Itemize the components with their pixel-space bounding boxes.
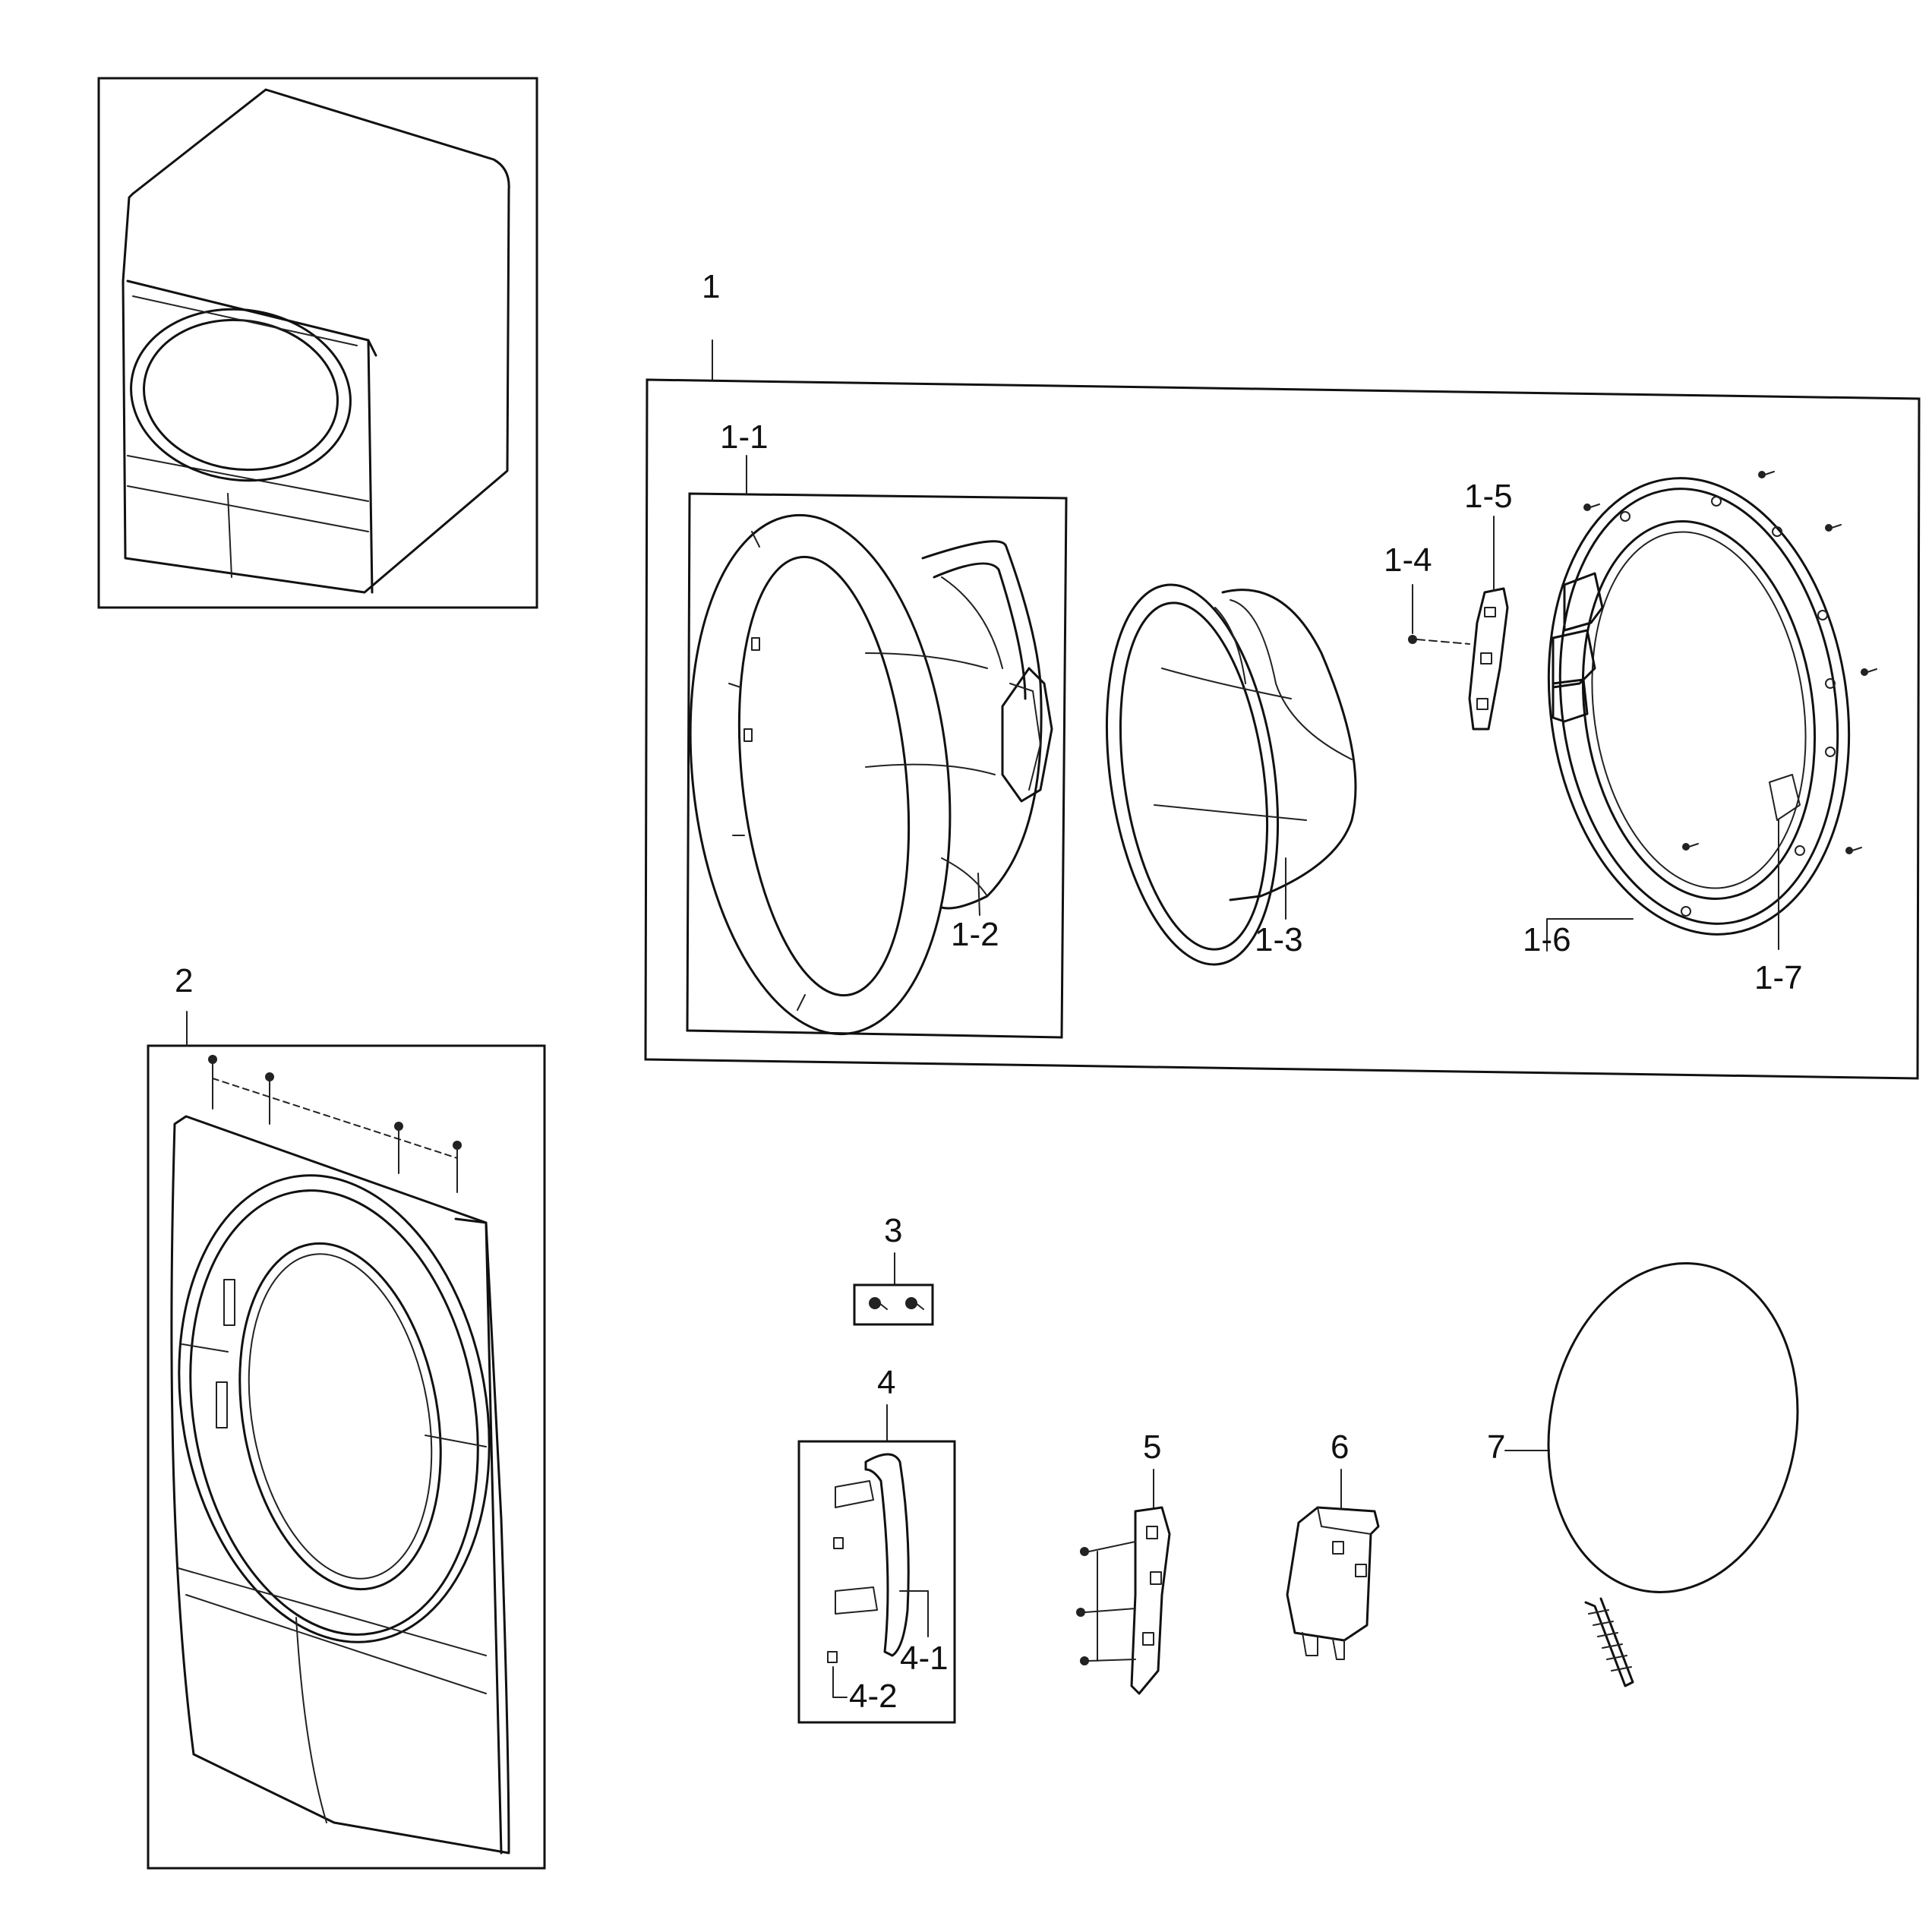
label-4-2: 4-2 — [849, 1678, 898, 1715]
screws-1-6 — [1583, 471, 1877, 854]
dryer-overview-frame — [97, 77, 538, 609]
label-1-3: 1-3 — [1255, 921, 1303, 958]
door-glass — [865, 540, 1053, 910]
part-3-box — [853, 1283, 934, 1326]
label-3: 3 — [884, 1212, 902, 1249]
label-7: 7 — [1487, 1428, 1505, 1466]
label-2: 2 — [175, 962, 193, 999]
label-1: 1 — [702, 268, 720, 305]
label-1-5: 1-5 — [1464, 478, 1513, 515]
label-5: 5 — [1143, 1428, 1161, 1466]
label-6: 6 — [1331, 1428, 1349, 1466]
label-1-1: 1-1 — [720, 418, 769, 456]
dryer-overview — [97, 77, 538, 609]
group-1-1-frame — [686, 492, 1068, 1039]
label-1-7: 1-7 — [1754, 959, 1803, 996]
label-1-6: 1-6 — [1523, 921, 1571, 958]
screw-1-4 — [1408, 584, 1470, 645]
door-seal-wire — [1547, 1261, 1799, 1687]
door-lock-bracket — [1076, 1506, 1171, 1695]
label-4-1: 4-1 — [900, 1640, 949, 1677]
door-back-frame — [1547, 477, 1851, 936]
hinge-1-5 — [1468, 587, 1509, 731]
part-4-box — [797, 1440, 956, 1724]
label-4: 4 — [877, 1364, 895, 1401]
door-lock-switch — [1286, 1506, 1380, 1660]
group-1-frame — [644, 378, 1921, 1080]
screws-2 — [208, 1055, 462, 1193]
screws-3 — [869, 1297, 924, 1310]
door-glass-inner — [1105, 583, 1357, 966]
label-1-4: 1-4 — [1384, 541, 1432, 579]
door-handle — [827, 1453, 910, 1663]
label-1-2: 1-2 — [951, 916, 999, 953]
door-outer-frame — [689, 513, 952, 1036]
group-2-frame — [147, 1044, 546, 1870]
front-panel — [170, 1115, 510, 1855]
